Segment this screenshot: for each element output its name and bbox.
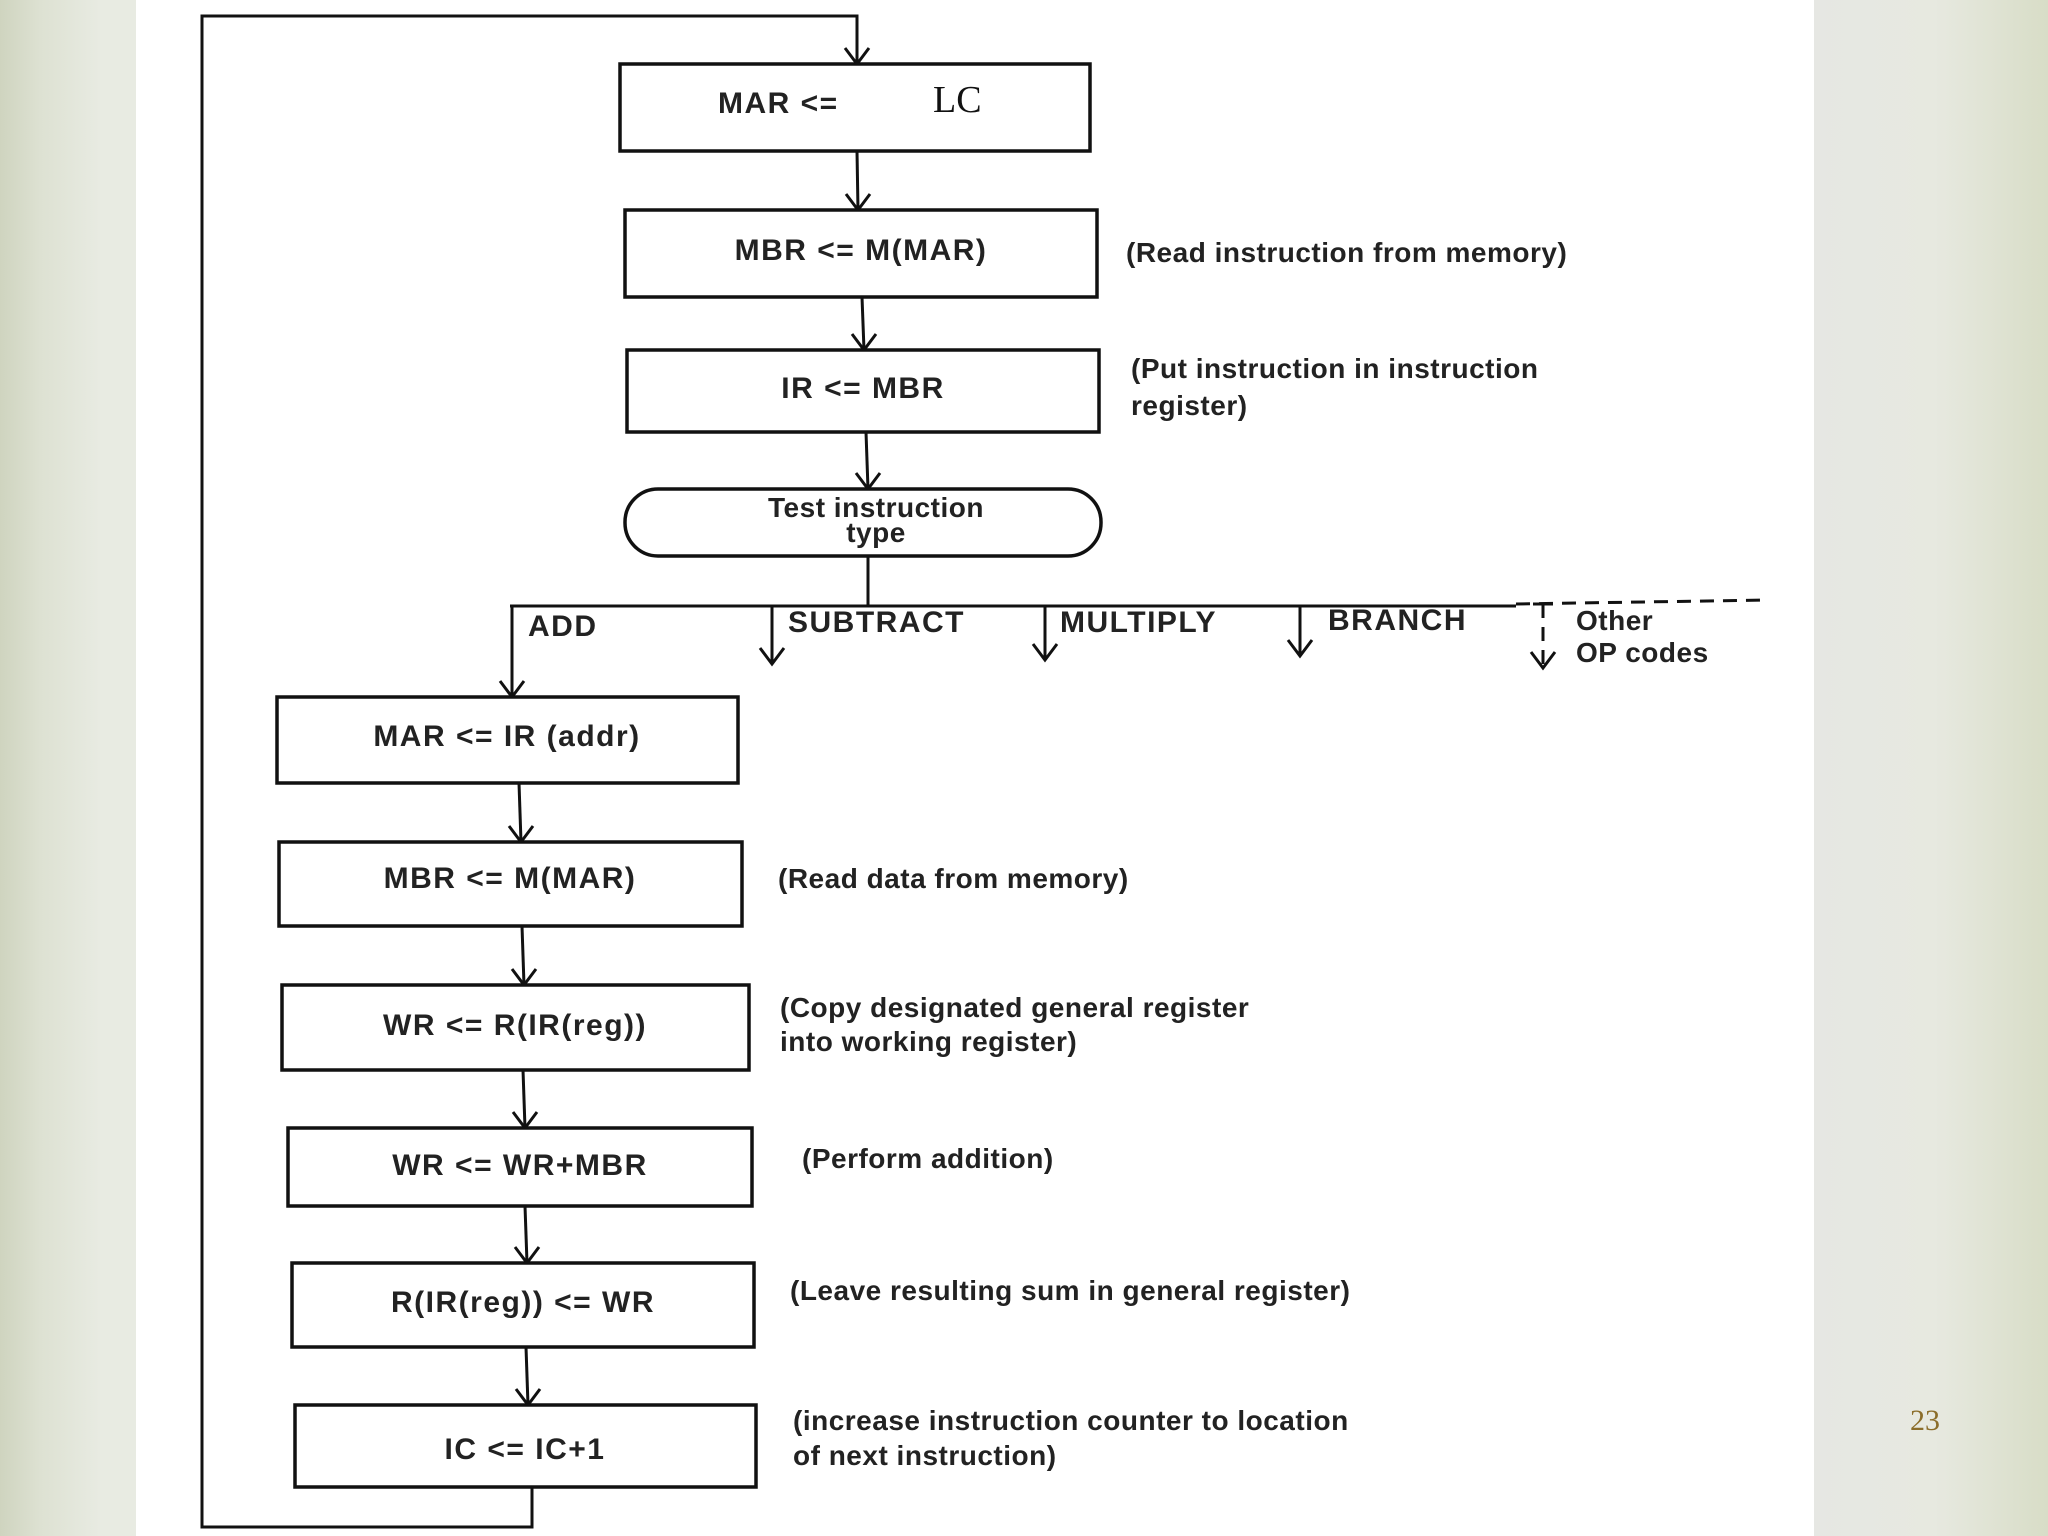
connector-2: [860, 296, 866, 351]
add-step-2-label: MBR <= M(MAR): [384, 862, 637, 895]
add-note-increase-ic-line1: (increase instruction counter to locatio…: [793, 1405, 1349, 1436]
branch-other-arrowhead: [1529, 651, 1557, 671]
fetch-box-mbr-read-label: MBR <= M(MAR): [735, 234, 988, 267]
branch-add-label: ADD: [528, 610, 598, 643]
branch-bus-dashed-line: [1515, 598, 1769, 606]
loop-back-line: [200, 14, 859, 1529]
branch-subtract-label: SUBTRACT: [788, 606, 965, 639]
branch-other-label-line2: OP codes: [1576, 637, 1709, 668]
branch-multiply-label: MULTIPLY: [1060, 606, 1217, 639]
add-step-1-label: MAR <= IR (addr): [373, 720, 640, 753]
add-step-store-sum: R(IR(reg)) <= WR: [290, 1261, 756, 1349]
branch-other-label-line1: Other: [1576, 605, 1653, 636]
fetch-note-read-instruction: (Read instruction from memory): [1126, 237, 1567, 268]
fetch-box-mar-lc: MAR <= LC: [618, 62, 1092, 153]
branch-branch-label: BRANCH: [1328, 604, 1467, 637]
add-note-copy-line2: into working register): [780, 1026, 1077, 1057]
fetch-box-ir-mbr-label: IR <= MBR: [781, 372, 945, 405]
branch-multiply-arrowhead: [1031, 643, 1059, 663]
add-connector-5: [524, 1346, 530, 1406]
add-note-perform-addition: (Perform addition): [802, 1143, 1054, 1174]
fetch-box-ir-mbr: IR <= MBR: [625, 348, 1101, 434]
fetch-box-mar-lc-right: LC: [933, 79, 982, 121]
branch-branch-arrowhead: [1286, 639, 1314, 659]
fetch-note-put-instruction-line1: (Put instruction in instruction: [1131, 353, 1538, 384]
slide-page-number: 23: [1910, 1404, 1940, 1437]
add-note-leave-sum: (Leave resulting sum in general register…: [790, 1275, 1350, 1306]
add-step-mbr-read: MBR <= M(MAR): [277, 840, 744, 928]
add-note-copy-line1: (Copy designated general register: [780, 992, 1249, 1023]
fetch-box-mar-lc-left: MAR <=: [718, 87, 839, 120]
connector-1: [855, 150, 860, 211]
decision-line2: type: [846, 517, 906, 548]
add-step-mar-ir-addr: MAR <= IR (addr): [275, 695, 740, 785]
fetch-note-put-instruction-line2: register): [1131, 390, 1248, 421]
branch-subtract-arrowhead: [758, 647, 786, 667]
add-step-3-label: WR <= R(IR(reg)): [383, 1009, 647, 1042]
add-connector-4: [523, 1205, 529, 1264]
fetch-box-mbr-read: MBR <= M(MAR): [623, 208, 1099, 299]
add-note-read-data: (Read data from memory): [778, 863, 1129, 894]
add-step-4-label: WR <= WR+MBR: [392, 1149, 648, 1182]
connector-3: [864, 431, 870, 490]
add-step-5-label: R(IR(reg)) <= WR: [391, 1286, 655, 1319]
add-connector-3: [521, 1069, 527, 1129]
decision-test-instruction-type: Test instruction type: [623, 487, 1103, 558]
decision-line1: Test instruction: [768, 492, 984, 523]
add-connector-1: [517, 782, 523, 843]
add-step-6-label: IC <= IC+1: [445, 1433, 606, 1466]
add-step-wr-add: WR <= WR+MBR: [286, 1126, 754, 1208]
add-step-wr-copy: WR <= R(IR(reg)): [280, 983, 751, 1072]
add-step-ic-increment: IC <= IC+1: [293, 1403, 758, 1489]
slide-background-right: [1814, 0, 2048, 1536]
add-note-increase-ic-line2: of next instruction): [793, 1440, 1057, 1471]
add-connector-2: [520, 925, 526, 986]
